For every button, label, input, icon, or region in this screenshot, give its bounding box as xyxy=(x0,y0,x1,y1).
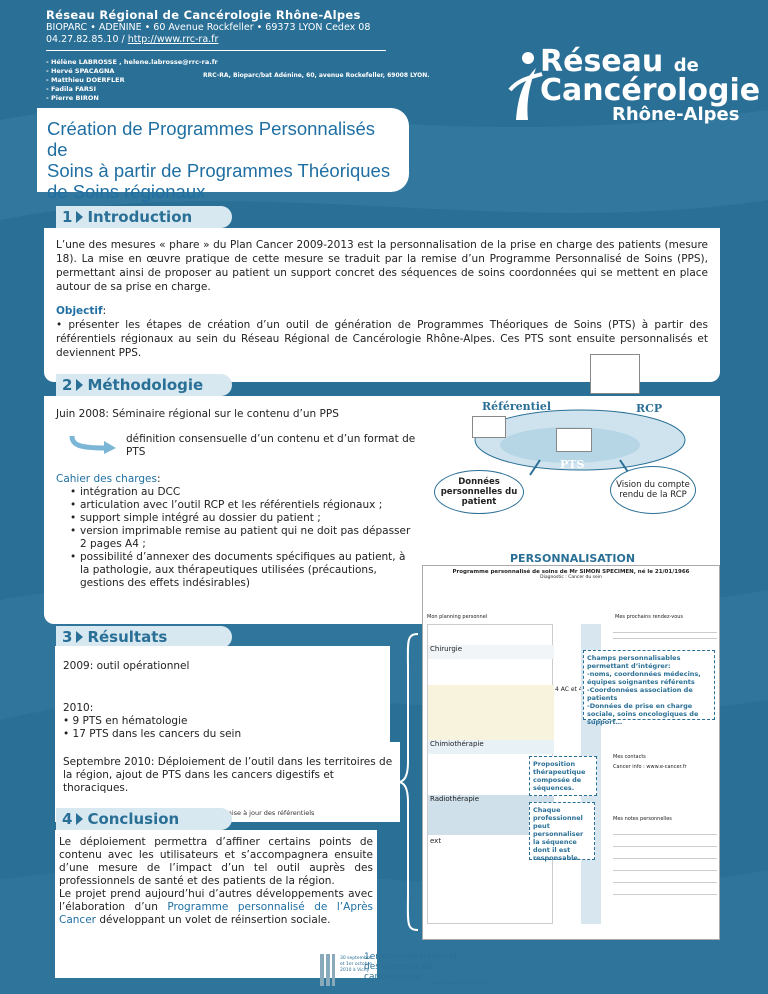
author: - Hélène LABROSSE , helene.labrosse@rrc-… xyxy=(46,58,218,66)
org-name: Réseau Régional de Cancérologie Rhône-Al… xyxy=(46,8,361,22)
section-title: Méthodologie xyxy=(87,376,204,394)
cancer-info-site: Cancer info : www.e-cancer.fr xyxy=(613,764,687,770)
method-line1: Juin 2008: Séminaire régional sur le con… xyxy=(56,408,339,420)
arrow-icon xyxy=(76,211,84,223)
rdv-label: Mes prochains rendez-vous xyxy=(615,614,684,620)
intro-text: L’une des mesures « phare » du Plan Canc… xyxy=(56,239,708,293)
header-rule xyxy=(46,50,386,51)
list-item: support simple intégré au dossier du pat… xyxy=(56,512,416,525)
objective-label: Objectif xyxy=(56,305,103,317)
org-address: BIOPARC • ADENINE • 60 Avenue Rockfeller… xyxy=(46,22,371,33)
conf-title: 1er congrès national xyxy=(364,952,457,962)
method-definition: définition consensuelle d’un contenu et … xyxy=(126,433,416,458)
section-header-conclusion: 4 Conclusion xyxy=(56,808,232,830)
conclusion-highlight: Programme personnalisé de l’Après Cancer xyxy=(59,901,374,926)
vision-ellipse: Vision du compte rendu de la RCP xyxy=(610,466,696,514)
rcp-document-icon xyxy=(590,354,640,394)
info-column: Mes contacts Cancer info : www.e-cancer.… xyxy=(613,624,717,924)
section-title: Conclusion xyxy=(87,810,180,828)
section-header-method: 2 Méthodologie xyxy=(56,374,232,396)
chirurgie-bar: Chirurgie xyxy=(428,645,554,659)
pps-heading: Programme personnalisé de soins de Mr SI… xyxy=(452,569,690,575)
pps-subtitle: Diagnostic : Cancer du sein xyxy=(540,575,602,580)
process-diagram: Référentiel RCP PTS Données personnelles… xyxy=(420,350,720,560)
chaque-box: Chaque professionnel peut personnaliser … xyxy=(529,802,595,862)
author: - Fadila FARSI xyxy=(46,85,96,93)
org-contact: 04.27.82.85.10 / http://www.rrc-ra.fr xyxy=(46,34,219,45)
author: - Pierre BIRON xyxy=(46,94,99,102)
section-header-results: 3 Résultats xyxy=(56,626,232,648)
affiliation: RRC-RA, Bioparc/bat Adénine, 60, avenue … xyxy=(203,72,430,79)
notes-label: Mes notes personnelles xyxy=(613,816,672,822)
conclusion-text2c: développant un volet de réinsertion soci… xyxy=(95,914,331,926)
pps-document: Programme personnalisé de soins de Mr SI… xyxy=(422,565,720,940)
planning-label: Mon planning personnel xyxy=(427,614,488,620)
cdc-list: intégration au DCC articulation avec l’o… xyxy=(56,486,416,590)
chimio-bar: Chimiothérapie xyxy=(428,740,554,754)
conf-title: des réseaux de xyxy=(364,962,433,972)
section-title: Résultats xyxy=(87,628,168,646)
conference-logo-icon xyxy=(320,954,335,986)
cdc-label: Cahier des charges xyxy=(56,473,157,485)
logo-de: de xyxy=(673,55,699,76)
title-line: Soins à partir de Programmes Théoriques xyxy=(47,160,391,181)
results-line1: 2009: outil opérationnel xyxy=(63,660,190,672)
personnalisation-label: PERSONNALISATION xyxy=(510,552,636,565)
author: - Hervé SPACAGNA xyxy=(46,67,115,75)
list-item: intégration au DCC xyxy=(56,486,416,499)
rcp-label: RCP xyxy=(636,402,663,415)
diagram-shapes xyxy=(474,409,686,476)
arrow-icon xyxy=(76,379,84,391)
logo-line1: Réseau xyxy=(540,44,664,79)
conf-title: cancérologie xyxy=(364,972,422,982)
list-item: version imprimable remise au patient qui… xyxy=(56,525,416,551)
pts-label: PTS xyxy=(560,458,585,471)
title-line: Création de Programmes Personnalisés de xyxy=(47,118,376,160)
list-item: articulation avec l’outil RCP et les réf… xyxy=(56,499,416,512)
results-line2: 2010: xyxy=(63,702,94,714)
champs-box: Champs personnalisables permettant d’int… xyxy=(583,650,715,726)
author: - Matthieu DOERFLER xyxy=(46,76,125,84)
arrow-icon xyxy=(76,813,84,825)
title-line: de Soins régionaux xyxy=(47,181,206,202)
proposition-box: Proposition thérapeutique composée de sé… xyxy=(529,756,597,796)
conf-site: www.reseaux-cancer2010.org xyxy=(430,980,490,985)
ext-bar: ext xyxy=(428,837,554,851)
title-box: Création de Programmes Personnalisés de … xyxy=(37,108,409,202)
conf-date: 2010 à Vichy xyxy=(340,968,370,973)
arrow-icon xyxy=(76,631,84,643)
logo-line2: Cancérologie xyxy=(540,73,761,108)
section-header-intro: 1 Introduction xyxy=(56,206,232,228)
curved-arrow-icon xyxy=(69,435,116,454)
sept-text: Septembre 2010: Déploiement de l’outil d… xyxy=(63,756,393,794)
header: Réseau Régional de Cancérologie Rhône-Al… xyxy=(46,8,386,51)
conclusion-text1: Le déploiement permettra d’affiner certa… xyxy=(59,836,373,887)
list-item: • 9 PTS en hématologie xyxy=(63,715,188,727)
conclusion-panel: Le déploiement permettra d’affiner certa… xyxy=(55,830,377,978)
section-title: Introduction xyxy=(87,208,193,226)
objective-text: • présenter les étapes de création d’un … xyxy=(56,319,708,359)
list-item: possibilité d’annexer des documents spéc… xyxy=(56,551,416,590)
conference-footer: 30 septembre et 1er octobre 2010 à Vichy… xyxy=(318,948,618,990)
logo-line3: Rhône-Alpes xyxy=(612,104,740,125)
referentiel-label: Référentiel xyxy=(482,400,552,413)
authors-list: - Hélène LABROSSE , helene.labrosse@rrc-… xyxy=(46,58,218,103)
donnees-ellipse: Données personnelles du patient xyxy=(434,470,524,514)
referentiel-document-icon xyxy=(472,416,506,438)
pts-document-icon xyxy=(556,428,592,452)
logo: Réseau de Cancérologie Rhône-Alpes xyxy=(508,44,761,125)
website-link[interactable]: http://www.rrc-ra.fr xyxy=(127,34,219,45)
conf-date: 30 septembre xyxy=(340,956,372,961)
sequence-bar xyxy=(428,685,554,740)
planning-column: Chirurgie Chimiothérapie Radiothérapie e… xyxy=(427,624,554,924)
conclusion-text2a: Le projet prend aujourd’hui d’autres dév… xyxy=(59,888,373,913)
list-item: • 17 PTS dans les cancers du sein xyxy=(63,728,242,740)
figure-logo-icon xyxy=(508,52,543,120)
conf-date: et 1er octobre xyxy=(340,962,372,967)
contacts-label: Mes contacts xyxy=(613,754,646,760)
